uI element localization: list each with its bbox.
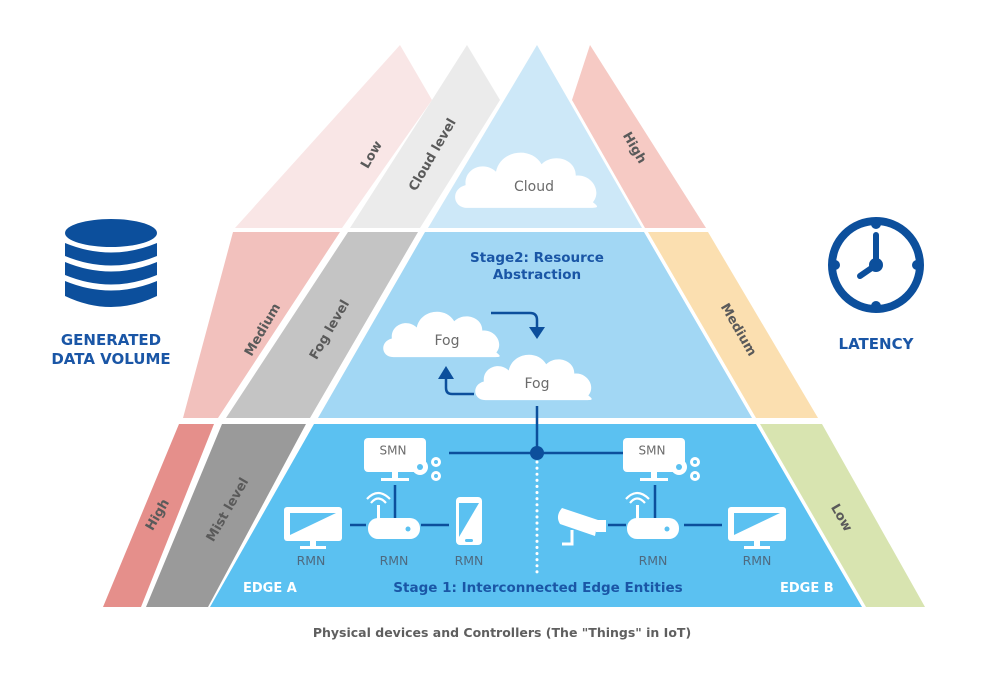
cloud-node-label: Cloud xyxy=(514,179,554,195)
clock-icon xyxy=(828,217,924,313)
edge-a-device-smartphone-label: RMN xyxy=(455,553,484,568)
volume-strip-medium xyxy=(183,232,340,418)
data-volume-label-line2: DATA VOLUME xyxy=(51,350,170,368)
data-volume-label-line1: GENERATED xyxy=(61,331,161,349)
smn-b-label: SMN xyxy=(639,444,666,458)
volume-strip-low xyxy=(235,45,432,228)
fog-node-1-label: Fog xyxy=(434,333,459,349)
edge-a-label: EDGE A xyxy=(243,581,297,596)
level-strip-fog xyxy=(226,232,418,418)
smn-b-monitor-icon xyxy=(623,438,685,481)
edge-a-device-router-icon xyxy=(366,491,420,539)
edge-b-device-monitor-label: RMN xyxy=(743,553,772,568)
edge-a-device-monitor-icon xyxy=(284,507,342,549)
diagram-caption: Physical devices and Controllers (The "T… xyxy=(313,625,691,640)
edge-b-label: EDGE B xyxy=(780,581,834,596)
volume-strip-high xyxy=(103,424,214,607)
smn-b-gears-icon xyxy=(671,457,700,481)
network-junction xyxy=(530,446,544,460)
edge-a-device-smartphone-icon xyxy=(456,497,482,545)
stage2-title-line2: Abstraction xyxy=(493,267,581,283)
level-strip-mist xyxy=(146,424,306,607)
edge-a-device-router-label: RMN xyxy=(380,553,409,568)
latency-strip-medium xyxy=(648,232,818,418)
latency-strip-high xyxy=(572,45,706,228)
stage2-title-line1: Stage2: Resource xyxy=(470,250,604,266)
latency-label: LATENCY xyxy=(839,335,915,353)
edge-b-device-monitor-icon xyxy=(728,507,786,549)
smn-a-label: SMN xyxy=(380,444,407,458)
database-icon xyxy=(65,219,157,307)
fog-sync-arrow-down xyxy=(491,311,545,339)
edge-b-device-router-icon xyxy=(625,491,679,539)
fog-sync-arrow-up xyxy=(438,366,474,396)
stage1-title: Stage 1: Interconnected Edge Entities xyxy=(393,580,682,596)
fog-node-2-label: Fog xyxy=(524,376,549,392)
edge-b-device-security-camera-icon xyxy=(557,508,606,546)
smn-a-monitor-icon xyxy=(364,438,426,481)
edge-b-device-router-label: RMN xyxy=(639,553,668,568)
latency-strip-low xyxy=(760,424,925,607)
level-strip-cloud xyxy=(350,45,500,228)
fog-band xyxy=(318,232,752,418)
edge-a-device-monitor-label: RMN xyxy=(297,553,326,568)
smn-a-gears-icon xyxy=(412,457,441,481)
